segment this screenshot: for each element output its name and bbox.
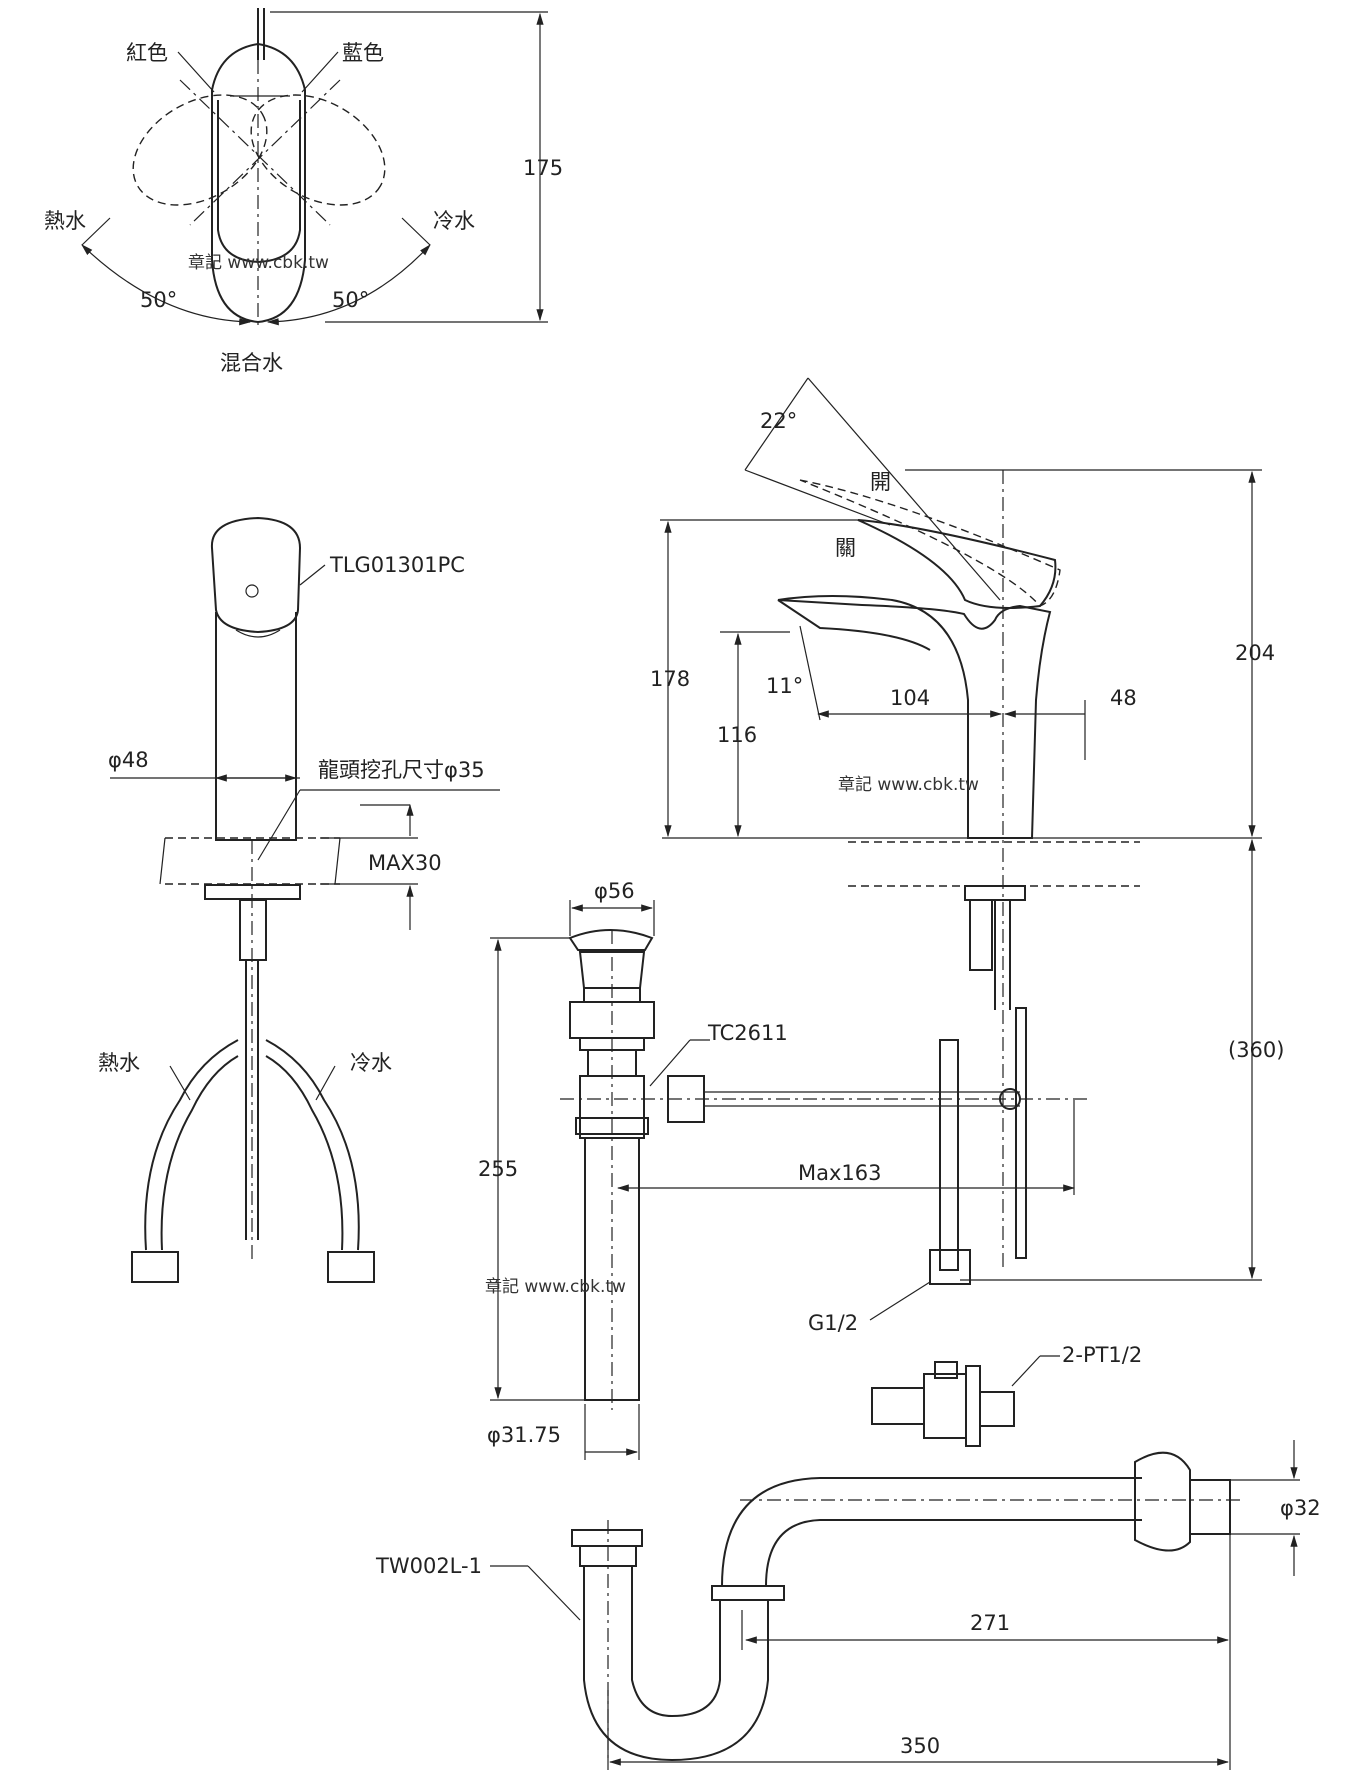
drain-watermark: 章記 www.cbk.tw <box>485 1277 626 1297</box>
top-view: 175 紅色 藍色 熱水 冷水 50° 50° 混合水 章記 www.cbk.t… <box>44 8 563 375</box>
dia56-label: φ56 <box>594 879 635 903</box>
side-watermark: 章記 www.cbk.tw <box>838 775 979 795</box>
h116-label: 116 <box>717 723 757 747</box>
h255-label: 255 <box>478 1157 518 1181</box>
p-trap: TW002L-1 φ32 271 350 <box>375 1440 1321 1770</box>
drain-model-label: TC2611 <box>707 1021 788 1045</box>
trap-model-label: TW002L-1 <box>375 1554 482 1578</box>
max30-label: MAX30 <box>368 851 442 875</box>
cold-water-label: 冷水 <box>433 209 475 233</box>
dia32-label: φ32 <box>1280 1496 1321 1520</box>
max163-label: Max163 <box>798 1161 882 1185</box>
open-label: 開 <box>870 470 891 494</box>
drain-assembly: φ56 TC2611 255 Max163 φ31.75 章記 www.cbk.… <box>478 879 1090 1460</box>
angle-22-label: 22° <box>760 409 797 433</box>
d350-label: 350 <box>900 1734 940 1758</box>
blue-label: 藍色 <box>342 41 384 65</box>
hot-water-label: 熱水 <box>44 209 86 233</box>
pt-label: 2-PT1/2 <box>1062 1343 1142 1367</box>
side-view: 22° 開 關 178 116 11° 104 48 204 (360) 章記 … <box>650 377 1284 1281</box>
g12-label: G1/2 <box>808 1311 858 1335</box>
front-cold-label: 冷水 <box>350 1051 392 1075</box>
h204-label: 204 <box>1235 641 1275 665</box>
mixed-water-label: 混合水 <box>220 351 283 375</box>
d104-label: 104 <box>890 686 930 710</box>
h178-label: 178 <box>650 667 690 691</box>
front-hot-label: 熱水 <box>98 1051 140 1075</box>
dia48-label: φ48 <box>108 748 149 772</box>
height-175-label: 175 <box>523 156 563 180</box>
red-label: 紅色 <box>126 41 168 65</box>
angle-left-label: 50° <box>140 288 177 312</box>
d271-label: 271 <box>970 1611 1010 1635</box>
close-label: 關 <box>835 536 856 560</box>
model-label: TLG01301PC <box>329 553 465 577</box>
angle-right-label: 50° <box>332 288 369 312</box>
dia3175-label: φ31.75 <box>487 1423 561 1447</box>
watermark: 章記 www.cbk.tw <box>188 253 329 273</box>
h360-label: (360) <box>1228 1038 1284 1062</box>
angle-valve: 2-PT1/2 <box>871 1343 1142 1447</box>
hole-label: 龍頭挖孔尺寸φ35 <box>318 758 485 782</box>
front-view: TLG01301PC φ48 龍頭挖孔尺寸φ35 MAX30 熱水 冷水 <box>98 516 500 1283</box>
d48-label: 48 <box>1110 686 1137 710</box>
angle-11-label: 11° <box>766 674 803 698</box>
